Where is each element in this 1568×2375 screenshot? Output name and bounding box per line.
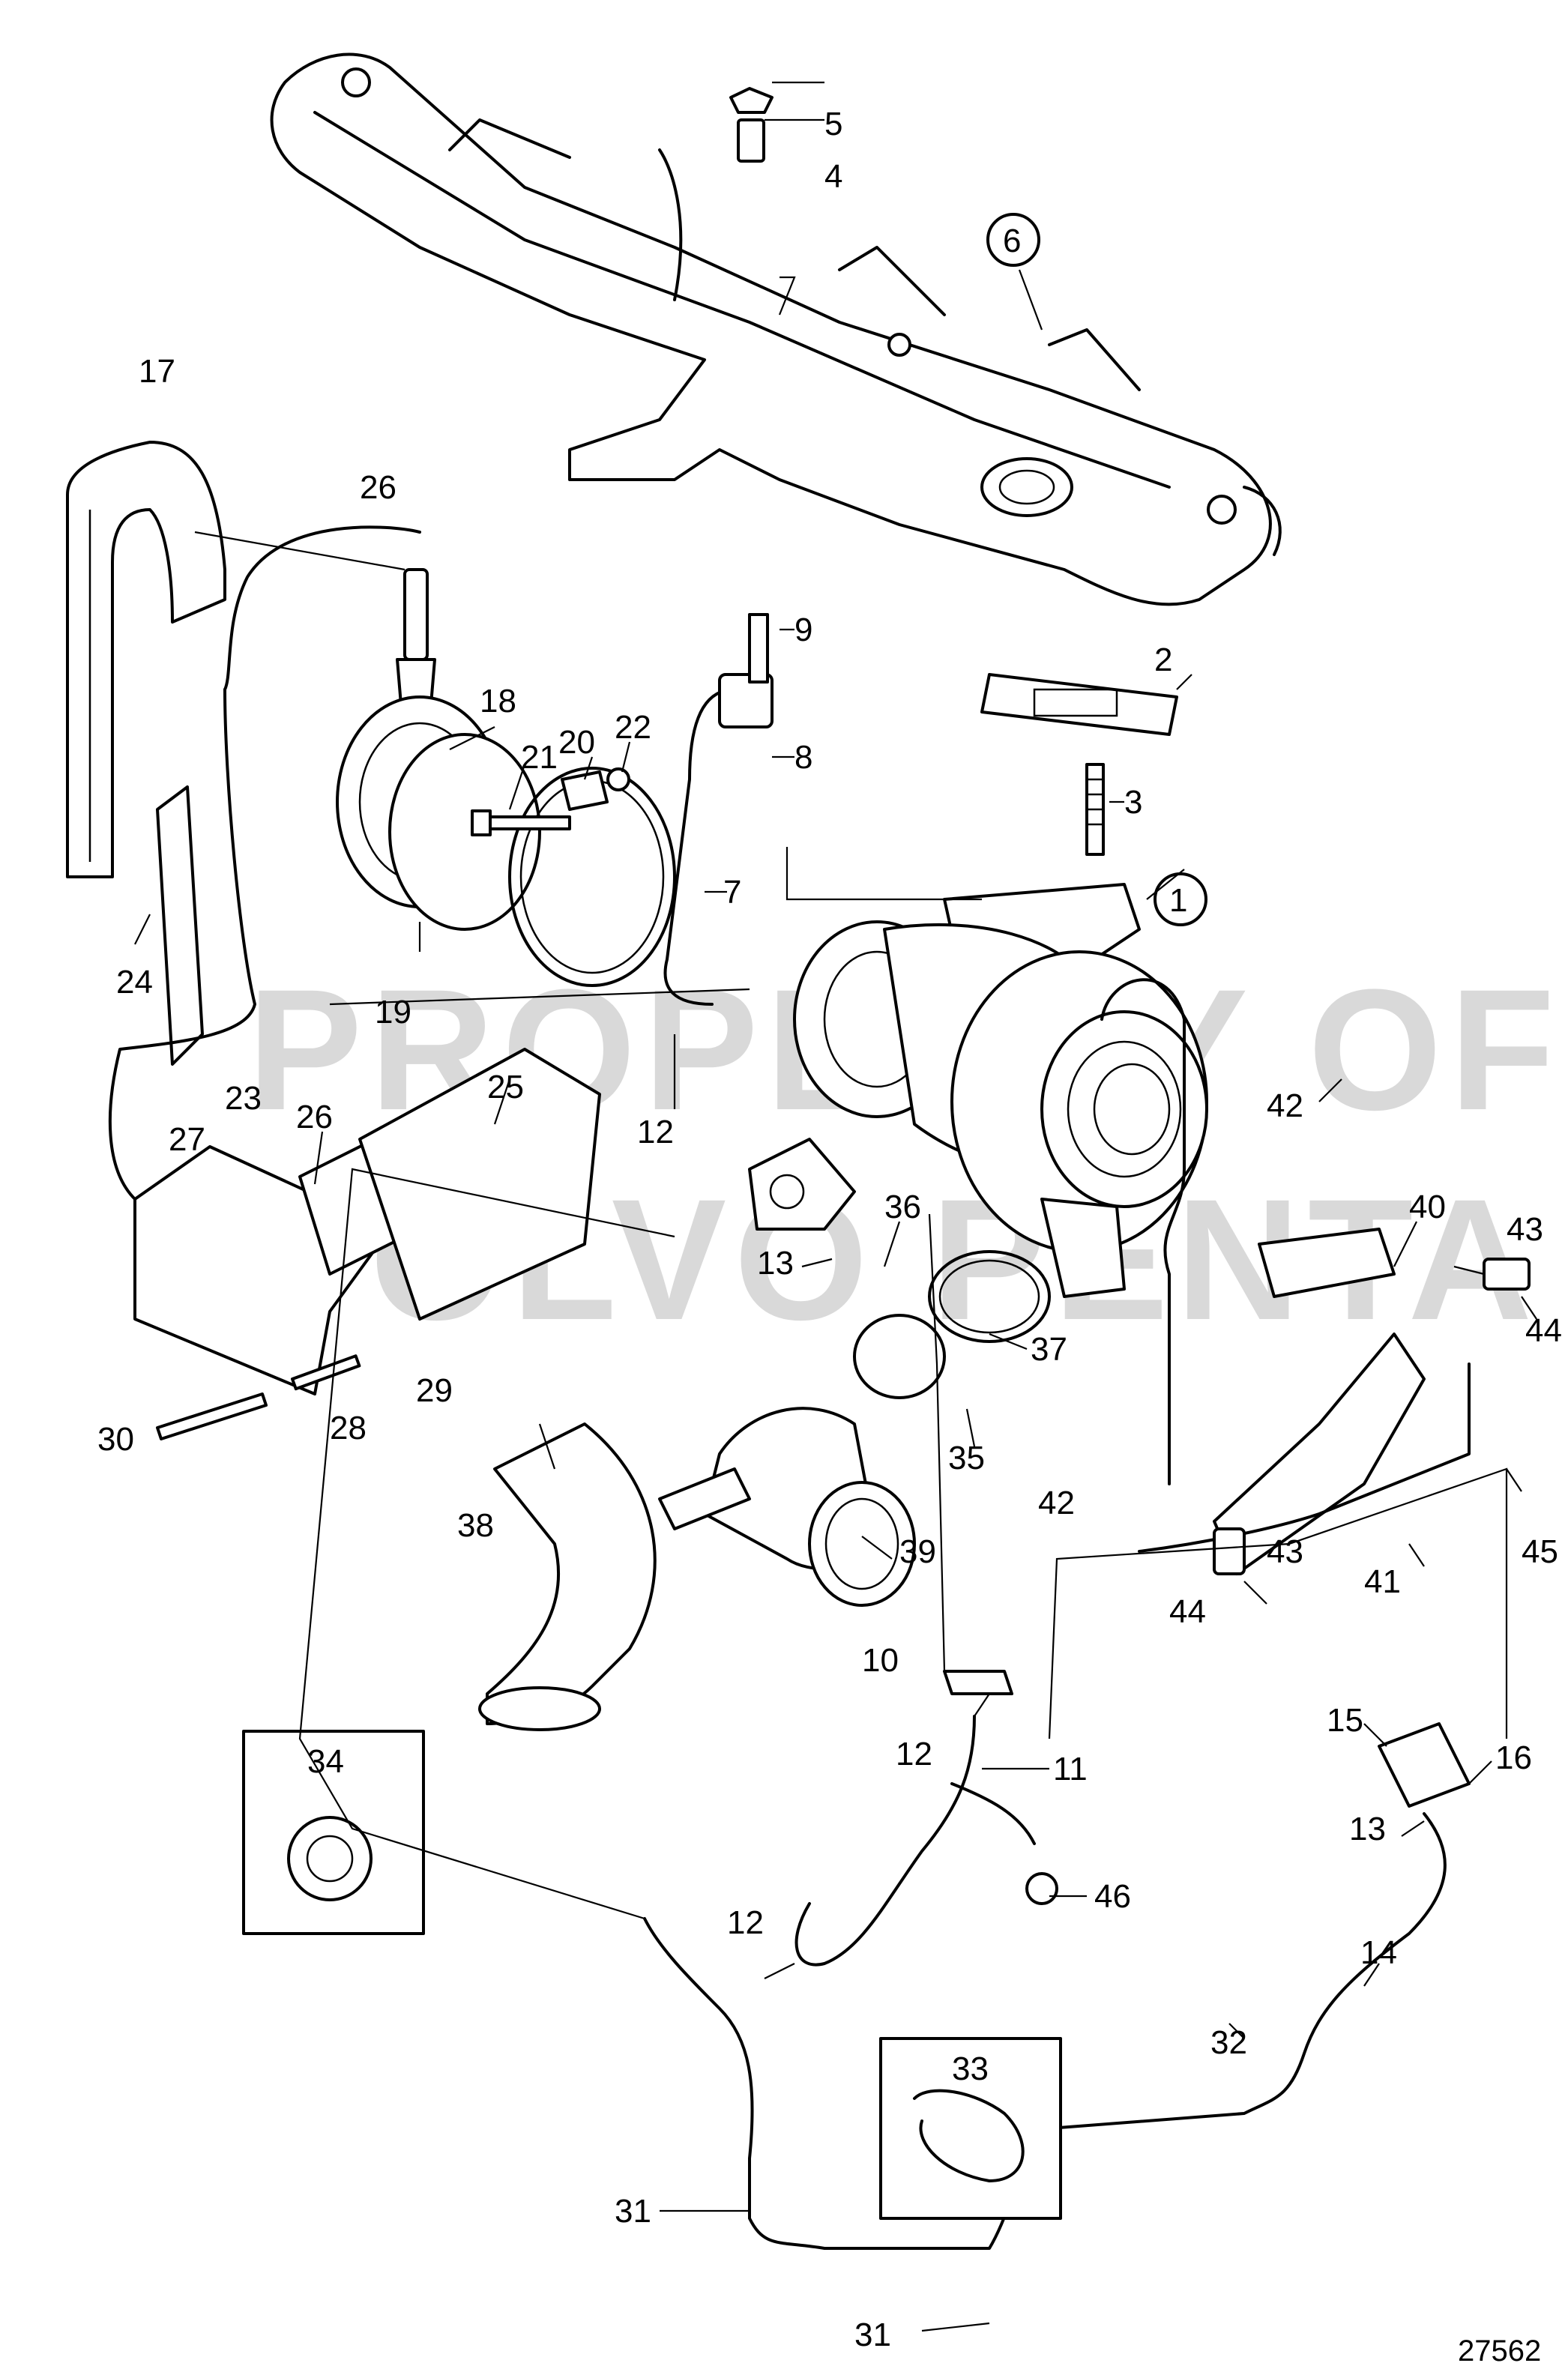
callout-46: 46 bbox=[1094, 1878, 1131, 1915]
bracket-40-41 bbox=[1100, 978, 1471, 1575]
callout-20: 20 bbox=[558, 724, 595, 761]
callout-30: 30 bbox=[97, 1421, 134, 1458]
air-pipe bbox=[478, 1422, 657, 1731]
callout-26-a: 26 bbox=[360, 469, 396, 506]
callout-5: 5 bbox=[824, 106, 842, 142]
callout-44-a: 44 bbox=[1525, 1312, 1562, 1349]
callout-25: 25 bbox=[487, 1069, 524, 1105]
callout-12-a: 12 bbox=[637, 1114, 674, 1150]
callout-36: 36 bbox=[884, 1189, 921, 1225]
callout-39: 39 bbox=[899, 1533, 936, 1570]
hose-14 bbox=[643, 1812, 1447, 2250]
exhaust-manifold bbox=[270, 52, 1282, 606]
oil-supply-pipe bbox=[663, 613, 774, 1006]
callout-8: 8 bbox=[794, 739, 812, 776]
callout-circles bbox=[986, 213, 1207, 926]
callout-15: 15 bbox=[1327, 1702, 1363, 1739]
callout-31-b: 31 bbox=[854, 2317, 891, 2353]
callout-10: 10 bbox=[862, 1642, 899, 1679]
callout-42-b: 42 bbox=[1038, 1485, 1075, 1521]
callout-19: 19 bbox=[375, 994, 411, 1030]
bolt-21 bbox=[471, 809, 571, 836]
callout-31-a: 31 bbox=[615, 2193, 651, 2230]
callout-4: 4 bbox=[824, 158, 842, 195]
callout-44-b: 44 bbox=[1169, 1593, 1206, 1630]
callout-13-b: 13 bbox=[1349, 1811, 1386, 1847]
callout-12-c: 12 bbox=[727, 1904, 764, 1941]
illustration-number: 27562 bbox=[1458, 2335, 1541, 2368]
callout-3: 3 bbox=[1124, 784, 1142, 821]
callout-17: 17 bbox=[139, 353, 175, 390]
callout-21: 21 bbox=[521, 739, 558, 776]
leader-lines bbox=[134, 81, 1537, 2332]
control-module bbox=[133, 1048, 601, 1395]
heat-shield-cover bbox=[66, 441, 226, 878]
callout-24: 24 bbox=[116, 964, 153, 1001]
callout-16: 16 bbox=[1495, 1739, 1532, 1776]
callout-6: 6 bbox=[1003, 223, 1021, 259]
callout-45: 45 bbox=[1522, 1533, 1558, 1570]
oil-return-pipe bbox=[794, 1670, 1058, 1967]
inset-box-33 bbox=[879, 2037, 1062, 2220]
callout-22: 22 bbox=[615, 709, 651, 746]
callout-38: 38 bbox=[457, 1507, 494, 1544]
turbo-stud bbox=[1085, 763, 1105, 856]
exhaust-sensor bbox=[223, 525, 436, 706]
callout-41: 41 bbox=[1364, 1563, 1401, 1600]
callout-18: 18 bbox=[480, 683, 516, 719]
outlet-elbow bbox=[658, 1407, 916, 1607]
callout-labels: 1 2 3 4 5 6 7 8 9 10 11 12 12 12 13 13 1… bbox=[97, 106, 1562, 2353]
callout-27: 27 bbox=[169, 1121, 205, 1158]
callout-34: 34 bbox=[307, 1743, 344, 1780]
callout-11: 11 bbox=[1053, 1751, 1088, 1787]
callout-28: 28 bbox=[330, 1410, 367, 1446]
callout-33: 33 bbox=[952, 2050, 989, 2087]
callout-32: 32 bbox=[1210, 2024, 1247, 2061]
callout-43-b: 43 bbox=[1267, 1533, 1303, 1570]
callout-9: 9 bbox=[794, 612, 812, 648]
turbocharger bbox=[748, 883, 1208, 1298]
callout-37: 37 bbox=[1031, 1331, 1067, 1368]
callout-23: 23 bbox=[225, 1080, 262, 1117]
sensor-15 bbox=[1378, 1722, 1471, 1808]
callout-14: 14 bbox=[1360, 1934, 1397, 1971]
flange-and-clamp bbox=[336, 695, 676, 987]
callout-40: 40 bbox=[1409, 1189, 1446, 1225]
callout-43-a: 43 bbox=[1507, 1211, 1543, 1248]
callout-2: 2 bbox=[1154, 642, 1172, 678]
bracket-and-cable bbox=[108, 688, 256, 1201]
callout-7: 7 bbox=[723, 874, 741, 911]
callout-1: 1 bbox=[1169, 882, 1187, 919]
callout-26-b: 26 bbox=[296, 1099, 333, 1135]
turbo-gasket bbox=[980, 673, 1178, 736]
hose-clamps bbox=[853, 1250, 1051, 1399]
callout-42-a: 42 bbox=[1267, 1087, 1303, 1124]
stud-and-nut bbox=[729, 87, 774, 163]
callout-13-a: 13 bbox=[757, 1245, 794, 1282]
callout-12-b: 12 bbox=[896, 1736, 932, 1772]
inset-box-34 bbox=[242, 1730, 425, 1935]
callout-29: 29 bbox=[416, 1372, 453, 1409]
callout-35: 35 bbox=[948, 1440, 985, 1476]
screws bbox=[156, 1354, 361, 1440]
